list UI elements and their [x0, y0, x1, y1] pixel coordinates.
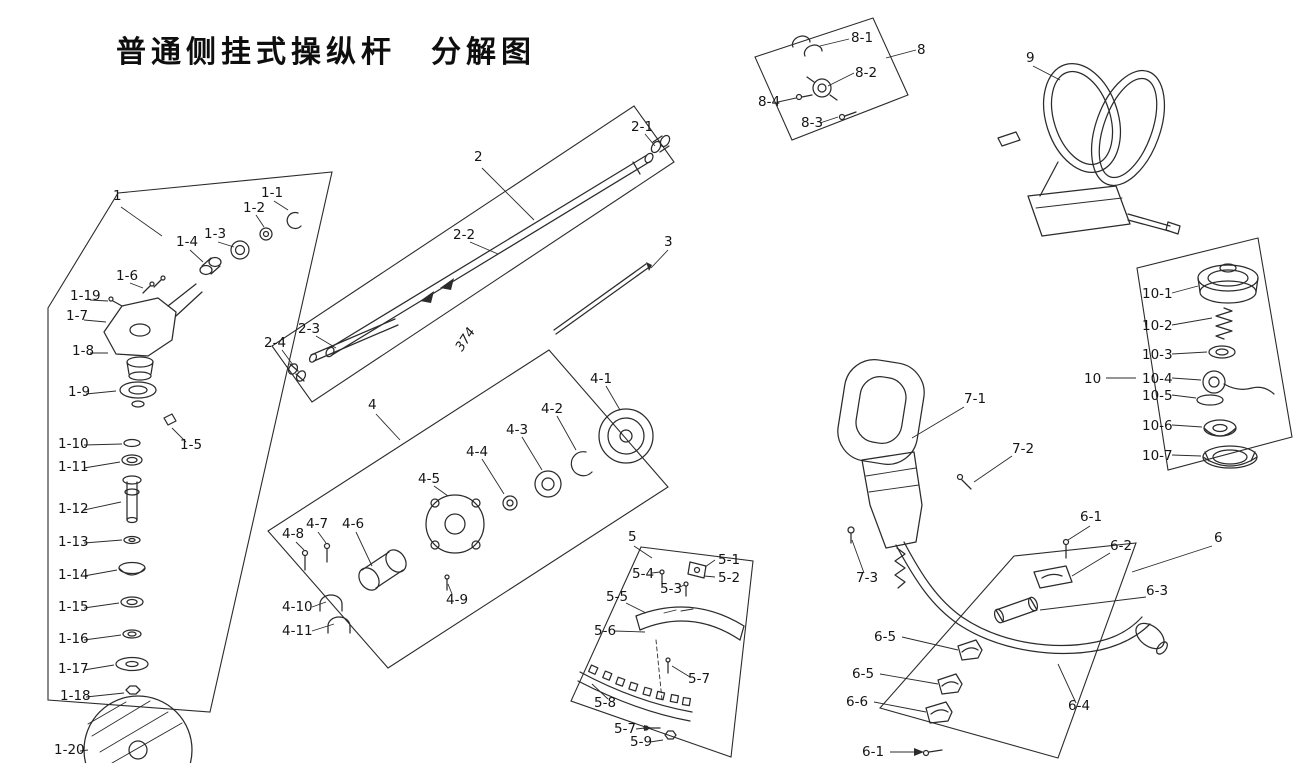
label-8-1: 8-1 [851, 30, 873, 46]
label-10-2: 10-2 [1142, 318, 1173, 334]
label-1-12: 1-12 [58, 501, 89, 517]
part-rear-handle [837, 359, 1151, 654]
part-throttle-rod [553, 262, 652, 335]
label-7-1: 7-1 [964, 391, 986, 407]
label-4-5: 4-5 [418, 471, 440, 487]
label-5-4: 5-4 [632, 566, 654, 582]
label-5-6: 5-6 [594, 623, 616, 639]
label-1-2: 1-2 [243, 200, 265, 216]
label-6-5: 6-5 [874, 629, 896, 645]
label-5-3: 5-3 [660, 581, 682, 597]
label-1: 1 [113, 188, 122, 204]
label-1-9: 1-9 [68, 384, 90, 400]
label-1-5: 1-5 [180, 437, 202, 453]
label-4-4: 4-4 [466, 444, 488, 460]
label-10-4: 10-4 [1142, 371, 1173, 387]
diagram-title: 普通侧挂式操纵杆 分解图 [116, 35, 536, 70]
panel-group-1 [47, 171, 333, 713]
label-1-10: 1-10 [58, 436, 89, 452]
label-6-2: 6-2 [1110, 538, 1132, 554]
part-gearhead-assembly [83, 211, 302, 763]
part-shoulder-harness [997, 62, 1181, 237]
label-4-2: 4-2 [541, 401, 563, 417]
label-2: 2 [474, 149, 483, 165]
panel-group-6 [879, 542, 1137, 759]
label-2-3: 2-3 [298, 321, 320, 337]
leader-lines [79, 38, 1213, 756]
label-6: 6 [1214, 530, 1223, 546]
part-clutch-assembly [301, 408, 654, 634]
label-2-2: 2-2 [453, 227, 475, 243]
label-6-6: 6-6 [846, 694, 868, 710]
label-6-1: 6-1 [1080, 509, 1102, 525]
label-1-20: 1-20 [54, 742, 85, 758]
label-2-4: 2-4 [264, 335, 286, 351]
label-1-4: 1-4 [176, 234, 198, 250]
label-1-16: 1-16 [58, 631, 89, 647]
label-10-3: 10-3 [1142, 347, 1173, 363]
label-5-8: 5-8 [594, 695, 616, 711]
part-blade-guard [577, 561, 745, 740]
label-4-6: 4-6 [342, 516, 364, 532]
label-1-3: 1-3 [204, 226, 226, 242]
label-1-14: 1-14 [58, 567, 89, 583]
label-6-4: 6-4 [1068, 698, 1090, 714]
label-9: 9 [1026, 50, 1035, 66]
part-hanger-clamp [791, 35, 857, 121]
label-6-5b: 6-5 [852, 666, 874, 682]
label-6-1b: 6-1 [862, 744, 884, 760]
label-1-8: 1-8 [72, 343, 94, 359]
label-4-9: 4-9 [446, 592, 468, 608]
label-1-6: 1-6 [116, 268, 138, 284]
label-8: 8 [917, 42, 926, 58]
label-6-3: 6-3 [1146, 583, 1168, 599]
label-8-4: 8-4 [758, 94, 780, 110]
label-2-1: 2-1 [631, 119, 653, 135]
panel-group-8 [754, 17, 909, 141]
label-4-7: 4-7 [306, 516, 328, 532]
label-10-7: 10-7 [1142, 448, 1173, 464]
part-handlebar-assembly [922, 538, 1168, 757]
label-10: 10 [1084, 371, 1101, 387]
label-4-8: 4-8 [282, 526, 304, 542]
label-5-9: 5-9 [630, 734, 652, 750]
panel-group-10 [1136, 237, 1293, 471]
label-10-1: 10-1 [1142, 286, 1173, 302]
label-1-7: 1-7 [66, 308, 88, 324]
label-8-2: 8-2 [855, 65, 877, 81]
label-1-15: 1-15 [58, 599, 89, 615]
label-7-2: 7-2 [1012, 441, 1034, 457]
label-3: 3 [664, 234, 673, 250]
part-main-shaft-tube [287, 134, 671, 382]
label-8-3: 8-3 [801, 115, 823, 131]
panel-outlines [47, 17, 1293, 759]
label-1-13: 1-13 [58, 534, 89, 550]
label-10-5: 10-5 [1142, 388, 1173, 404]
label-5-2: 5-2 [718, 570, 740, 586]
label-10-6: 10-6 [1142, 418, 1173, 434]
panel-group-5 [570, 546, 754, 758]
label-1-18: 1-18 [60, 688, 91, 704]
label-4-3: 4-3 [506, 422, 528, 438]
label-1-11: 1-11 [58, 459, 89, 475]
label-1-1: 1-1 [261, 185, 283, 201]
part-trimmer-head [1196, 263, 1275, 469]
label-1-17: 1-17 [58, 661, 89, 677]
label-4-11: 4-11 [282, 623, 313, 639]
label-5: 5 [628, 529, 637, 545]
label-4-10: 4-10 [282, 599, 313, 615]
label-5-1: 5-1 [718, 552, 740, 568]
label-5-5: 5-5 [606, 589, 628, 605]
label-4-1: 4-1 [590, 371, 612, 387]
panel-group-2 [271, 105, 675, 403]
label-4: 4 [368, 397, 377, 413]
shaft-dimension-label: 374 [453, 325, 479, 354]
label-5-7: 5-7 [688, 671, 710, 687]
label-7-3: 7-3 [856, 570, 878, 586]
label-5-7b: 5-7 [614, 721, 636, 737]
label-1-19: 1-19 [70, 288, 101, 304]
